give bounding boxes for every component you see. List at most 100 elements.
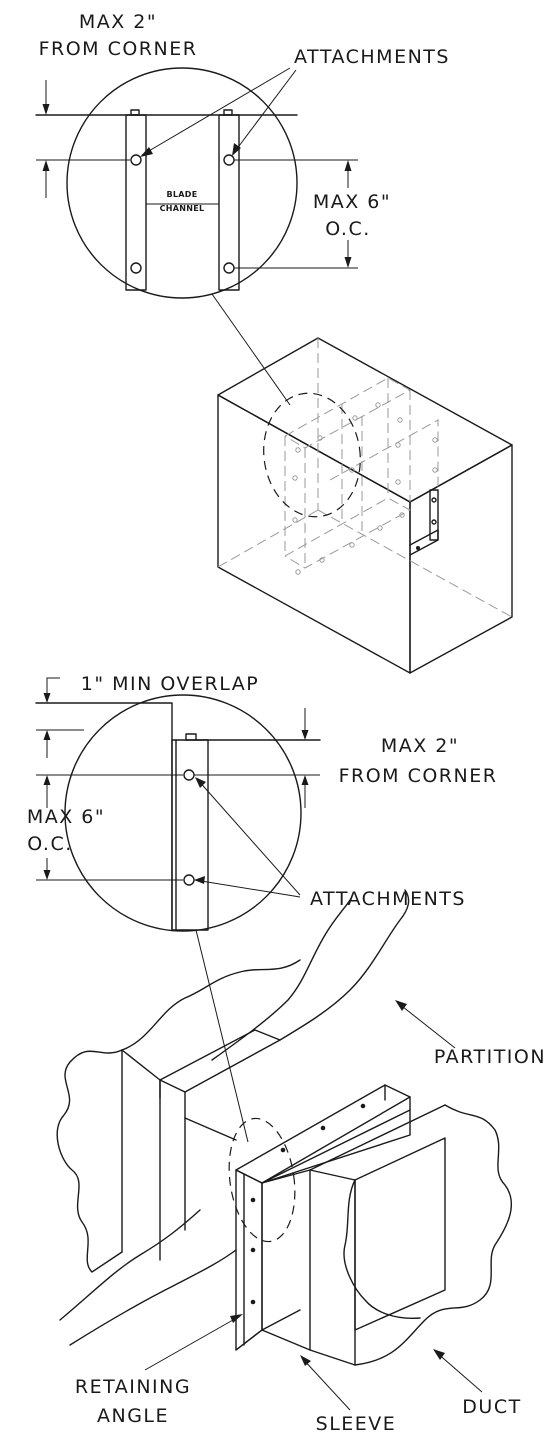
oc-label: O.C. xyxy=(27,833,73,855)
duct-leader xyxy=(435,1351,483,1393)
ghost-channel xyxy=(329,419,439,540)
sleeve-bottom-edge xyxy=(261,1329,311,1351)
partition-left-edge xyxy=(211,899,351,1061)
isometric-sleeve-box xyxy=(217,337,513,674)
channel-label: CHANNEL xyxy=(160,204,205,213)
partition-bottom-right xyxy=(69,1249,237,1346)
attachment-hole xyxy=(250,1197,256,1203)
top-retaining-angle-left xyxy=(159,1029,281,1093)
visible-angle xyxy=(409,529,439,556)
from-corner-label: FROM CORNER xyxy=(39,38,198,60)
bottom-detail-view: 1" MIN OVERLAP MAX 6" O.C. MAX 2" FROM C… xyxy=(27,673,498,1143)
attachment-hole xyxy=(130,154,142,166)
duct-label: DUCT xyxy=(462,1396,521,1418)
arrow-head xyxy=(344,257,352,268)
arrow-head xyxy=(194,876,205,884)
attachment-hole xyxy=(431,519,437,525)
arrow-head xyxy=(195,777,206,788)
attachment-hole xyxy=(223,154,235,166)
oc-label: O.C. xyxy=(325,218,371,240)
arrow-head xyxy=(232,143,241,156)
attachment-leader xyxy=(194,879,301,898)
duct-opening-inner xyxy=(354,1137,446,1331)
attachment-hole xyxy=(416,546,420,550)
hidden-edge xyxy=(317,509,513,618)
attachment-hole xyxy=(183,769,195,781)
max-2in-label: MAX 2" xyxy=(381,735,459,757)
max-6in-label: MAX 6" xyxy=(27,806,105,828)
angle-label: ANGLE xyxy=(97,1405,169,1427)
detail-callout-ellipse xyxy=(228,1117,296,1243)
arrow-head xyxy=(301,730,309,740)
detail-callout-line xyxy=(211,293,291,406)
arrow-head xyxy=(395,1000,407,1011)
overlap-label: 1" MIN OVERLAP xyxy=(81,673,259,695)
attachment-leader xyxy=(232,69,297,155)
arrow-head xyxy=(230,1314,243,1323)
partition-leader xyxy=(397,1002,456,1049)
side-retaining-angle xyxy=(235,1169,263,1351)
hidden-edge xyxy=(217,509,319,568)
attachment-leader xyxy=(196,778,301,896)
top-detail-circle xyxy=(66,67,298,299)
arrow-head xyxy=(301,775,309,785)
box-front-face xyxy=(217,394,411,674)
arrow-head xyxy=(43,775,51,785)
attachment-hole xyxy=(320,1125,326,1131)
attachment-hole xyxy=(250,1247,256,1253)
left-duct-top-break xyxy=(121,959,301,1051)
left-duct-break xyxy=(56,1049,123,1273)
bottom-detail-circle xyxy=(64,694,302,932)
duct-inner-edge xyxy=(309,1169,356,1181)
detail-callout-line xyxy=(195,929,249,1143)
attachment-hole xyxy=(183,874,195,886)
max-6in-label: MAX 6" xyxy=(313,191,391,213)
arrow-head xyxy=(433,1349,445,1360)
arrow-head xyxy=(344,160,352,171)
arrow-head xyxy=(300,1355,311,1366)
sleeve-top-back-edge xyxy=(309,1104,446,1171)
sleeve-top-edge xyxy=(261,1109,411,1184)
arrow-head xyxy=(43,693,51,703)
retaining-label: RETAINING xyxy=(75,1376,191,1398)
left-duct-edge xyxy=(121,1049,161,1081)
right-rail-tab xyxy=(223,109,233,116)
partition-label: PARTITION xyxy=(434,1046,546,1068)
attachment-hole xyxy=(130,262,142,274)
from-corner-label: FROM CORNER xyxy=(339,765,498,787)
overlap-leader xyxy=(46,677,60,690)
ghost-channel xyxy=(284,377,412,449)
sleeve-bottom-edge xyxy=(309,1349,356,1366)
visible-channel xyxy=(429,489,439,541)
duct-partition-assembly: PARTITION RETAINING ANGLE SLEEVE DUCT xyxy=(56,889,546,1435)
attachment-hole xyxy=(360,1103,366,1109)
partition-face-edge xyxy=(184,1117,237,1141)
arrow-head xyxy=(43,730,51,740)
max-2in-label: MAX 2" xyxy=(79,11,157,33)
top-detail-view: BLADE CHANNEL MAX 2" FROM CORNER MAX 6" … xyxy=(35,11,448,406)
right-duct-break xyxy=(354,1104,512,1366)
arrow-head xyxy=(140,147,153,157)
bottom-angle-edge xyxy=(235,1309,301,1351)
sleeve-label: SLEEVE xyxy=(316,1413,397,1435)
arrow-head xyxy=(42,160,50,171)
partition-bottom-left xyxy=(59,1209,201,1321)
angle-tab xyxy=(185,733,197,741)
attachment-leader xyxy=(141,67,291,156)
attachment-hole xyxy=(280,1147,286,1153)
box-side-face xyxy=(409,444,513,674)
left-rail-tab xyxy=(130,109,140,116)
attachment-hole xyxy=(250,1299,256,1305)
partition-right-edge xyxy=(279,889,410,1041)
retaining-angle-leader xyxy=(144,1315,241,1371)
arrow-head xyxy=(42,104,50,115)
ghost-channel xyxy=(284,497,412,569)
arrow-head xyxy=(43,870,51,880)
blade-label: BLADE xyxy=(167,190,198,199)
detail-callout-ellipse xyxy=(263,392,361,518)
duct-inner-break xyxy=(343,1179,421,1319)
ghost-attachment-holes xyxy=(292,402,438,575)
attachments-label: ATTACHMENTS xyxy=(310,888,466,910)
